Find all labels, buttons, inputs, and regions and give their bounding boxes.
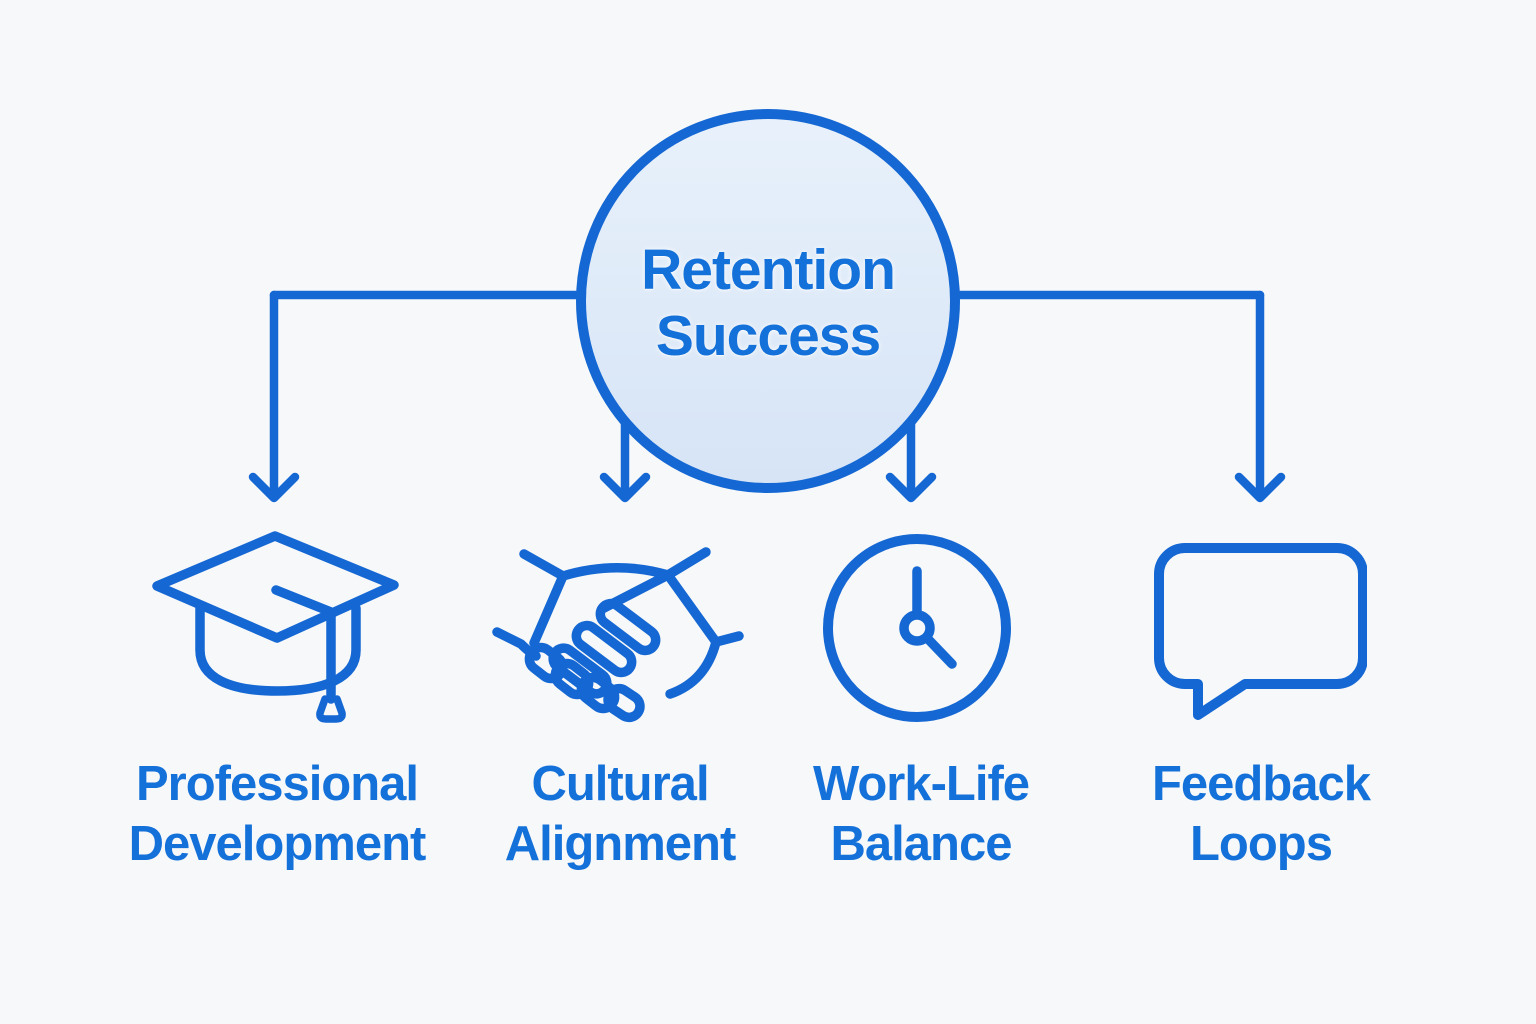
- branch-label-work-life-balance: Work-Life Balance: [736, 754, 1106, 874]
- branch-label-feedback-loops: Feedback Loops: [1076, 754, 1446, 874]
- arrow-down-icon: [248, 472, 300, 503]
- branch-label-line2: Balance: [830, 817, 1013, 871]
- root-node-label: Retention Success: [548, 237, 988, 369]
- arrow-down-icon: [1234, 472, 1286, 503]
- branch-label-line2: Alignment: [504, 817, 737, 871]
- branch-label-cultural-alignment: Cultural Alignment: [435, 754, 805, 874]
- root-node-circle: [576, 109, 960, 493]
- branch-label-professional-development: Professional Development: [92, 754, 462, 874]
- arrow-down-icon: [599, 472, 651, 503]
- branch-label-line2: Loops: [1190, 817, 1333, 871]
- branch-label-line1: Cultural: [531, 757, 709, 811]
- speech-bubble-icon: [1154, 543, 1367, 720]
- branch-label-line1: Work-Life: [812, 757, 1030, 811]
- arrow-down-icon: [885, 472, 937, 503]
- graduation-cap-icon: [152, 531, 399, 723]
- branch-label-line1: Professional: [135, 757, 419, 811]
- clock-icon: [823, 534, 1011, 722]
- root-label-line1: Retention: [641, 238, 896, 302]
- root-label-line2: Success: [655, 304, 881, 368]
- branch-label-line1: Feedback: [1151, 757, 1371, 811]
- branch-label-line2: Development: [128, 817, 427, 871]
- handshake-icon: [492, 547, 744, 723]
